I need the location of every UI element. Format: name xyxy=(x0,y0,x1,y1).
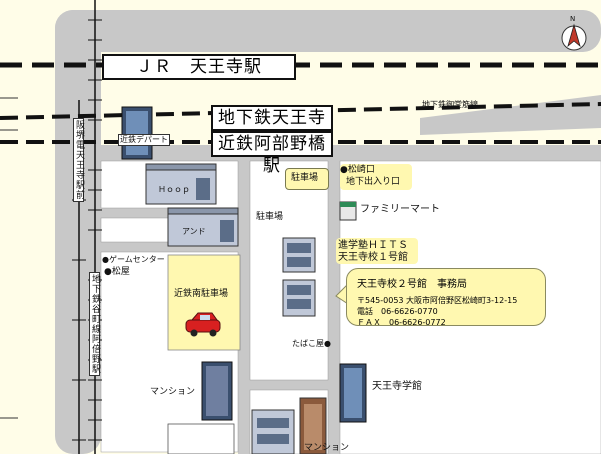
and-label: アンド xyxy=(182,227,206,236)
kintetsu-dept-label: 近鉄デパート xyxy=(118,134,170,146)
info-title: 天王寺校２号館 事務局 xyxy=(357,279,467,290)
mansion-1-label: マンション xyxy=(150,387,196,397)
subway-tennoji-station[interactable]: 地下鉄天王寺駅 xyxy=(211,105,333,150)
matsuya-label: ●松屋 xyxy=(104,267,130,277)
hankai-station-label: 阪堺電天王寺駅前 xyxy=(73,118,84,202)
road-v1 xyxy=(238,161,250,454)
tennoji-gakkan-label: 天王寺学館 xyxy=(372,381,422,392)
car-icon xyxy=(185,312,221,337)
family-mart-label: ファミリーマート xyxy=(360,204,440,215)
parking-1 xyxy=(285,168,329,190)
matsuzaki-exit[interactable] xyxy=(340,164,412,190)
road-left xyxy=(55,10,101,454)
subway-tanimachi-label: 地下鉄谷町線阿倍野駅 xyxy=(89,272,100,376)
jr-tennoji-station[interactable]: ＪＲ 天王寺駅 xyxy=(102,54,296,80)
hits-box[interactable] xyxy=(336,238,418,264)
road-top xyxy=(55,10,601,52)
parking-2-label: 駐車場 xyxy=(256,212,284,222)
kintetsu-parking-lot xyxy=(167,254,241,351)
building-icon xyxy=(282,237,316,317)
and-building-icon xyxy=(167,207,239,247)
hoop-label: Ｈｏｏｐ xyxy=(158,185,190,194)
kintetsu-abenobashi-station[interactable]: 近鉄阿部野橋駅 xyxy=(211,131,333,176)
parking-1-label: 駐車場 xyxy=(291,173,319,183)
matsuzaki-exit-label: ●松崎口 xyxy=(340,165,375,175)
school-info-bubble[interactable]: 天王寺校２号館 事務局 〒545-0053 大阪市阿倍野区松崎町3-12-15 … xyxy=(346,268,546,327)
family-mart-icon xyxy=(339,201,357,221)
compass-icon xyxy=(561,23,587,51)
kintetsu-parking-label: 近鉄南駐車場 xyxy=(174,289,229,299)
road-v2 xyxy=(328,161,340,454)
mansion-2-label: マンション xyxy=(304,443,350,453)
compass-north-label: N xyxy=(570,15,576,23)
building-icon xyxy=(251,397,327,454)
road-small-2 xyxy=(101,242,241,252)
hoop-building-icon xyxy=(145,163,217,205)
hits-building-label: 天王寺校１号館 xyxy=(338,252,408,263)
mansion-building-icon xyxy=(201,361,233,421)
matsuzaki-exit-sub-label: 地下出入り口 xyxy=(346,177,401,187)
mansion-lot xyxy=(167,423,235,454)
subway-line-label: 地下鉄御堂筋線 xyxy=(422,100,478,109)
jr-station-label: ＪＲ 天王寺駅 xyxy=(136,57,262,77)
kintetsu-dept-building-icon xyxy=(121,106,153,160)
info-address: 〒545-0053 大阪市阿倍野区松崎町3-12-15 xyxy=(357,296,518,305)
hits-name-label: 進学塾ＨＩＴＳ xyxy=(338,240,408,251)
game-center-label: ●ゲームセンター xyxy=(102,255,165,264)
info-fax: ＦＡＸ 06-6626-0772 xyxy=(357,318,446,327)
kintetsu-station-label: 近鉄阿部野橋駅 xyxy=(218,134,326,176)
road-h-bottom xyxy=(250,380,328,390)
tobacco-shop-label: たばこ屋● xyxy=(292,339,331,348)
tennoji-gakkan-building-icon xyxy=(339,363,367,423)
info-phone: 電話 06-6626-0770 xyxy=(357,307,438,316)
